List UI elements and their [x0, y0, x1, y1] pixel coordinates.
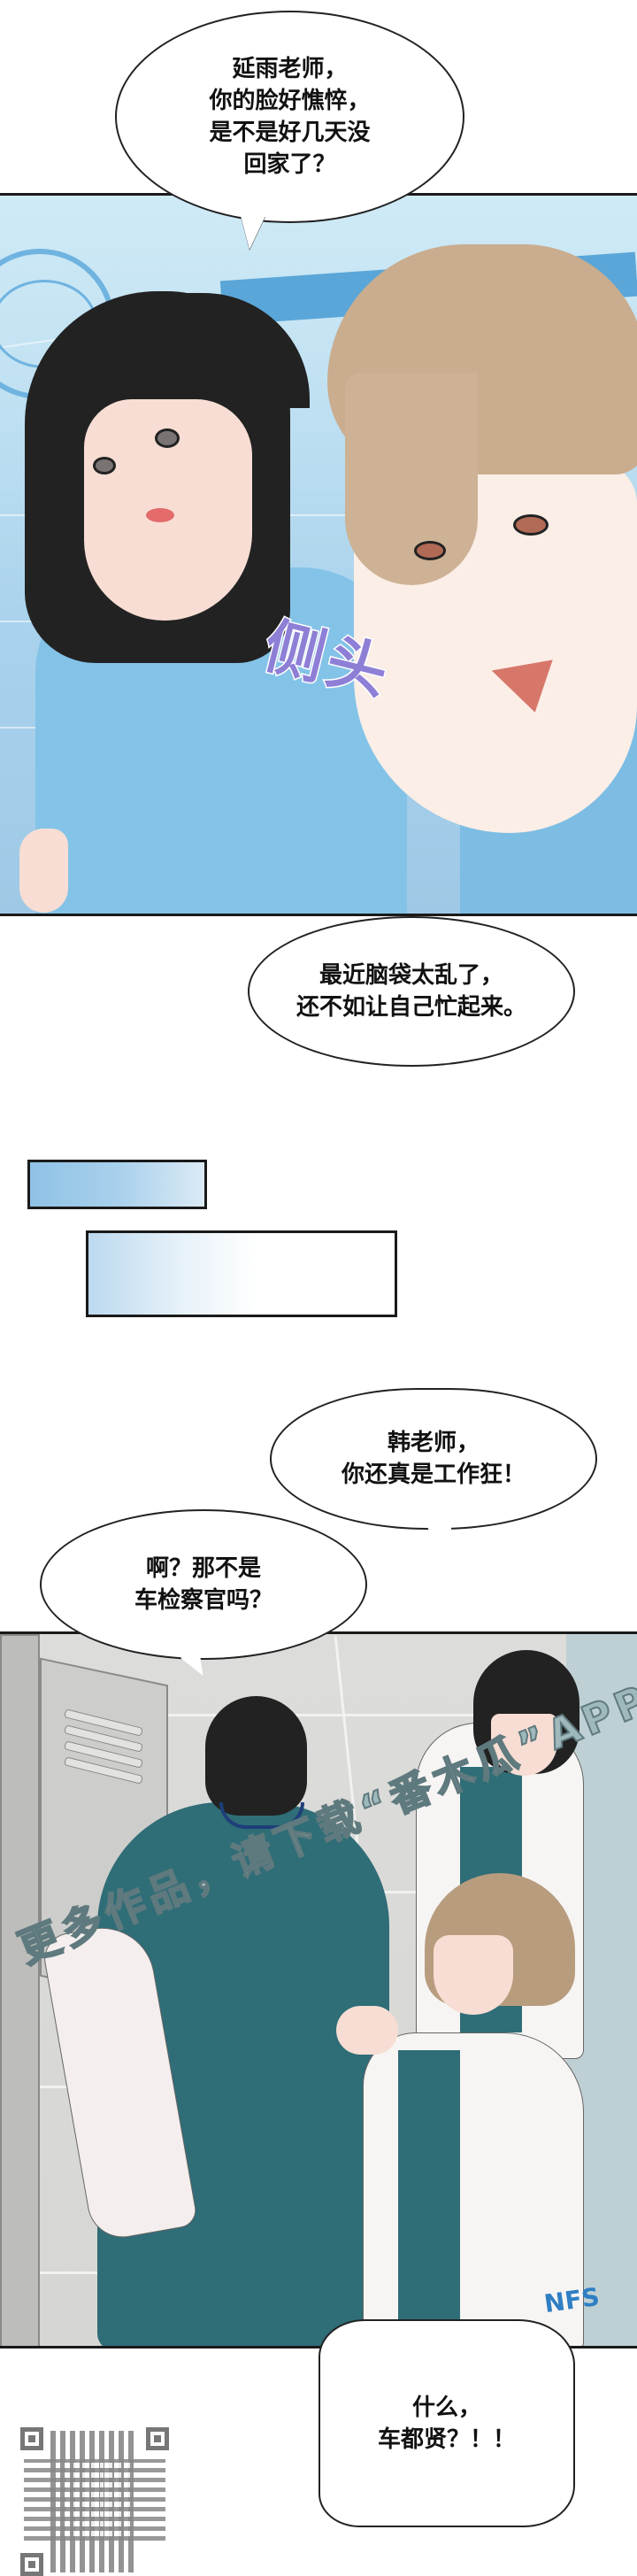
panel-transition-wide [86, 1230, 397, 1317]
floor-tile-line [0, 1714, 637, 1716]
locker-side [0, 1634, 40, 2346]
speech-text-2: 最近脑袋太乱了， 还不如让自己忙起来。 [295, 962, 526, 1021]
man-dark-hair [205, 1696, 307, 1816]
bubble-1-tail [241, 216, 265, 250]
woman-eye-right [155, 428, 180, 448]
man-eye-left [414, 541, 446, 560]
speech-text-1: 延雨老师， 你的脸好憔悴， 是不是好几天没 回家了？ [209, 56, 371, 178]
qr-finder-bottom-left [20, 2553, 43, 2576]
qr-finder-top-right [146, 2427, 169, 2450]
young-doctor-face [434, 1935, 513, 2015]
speech-bubble-2: 最近脑袋太乱了， 还不如让自己忙起来。 [248, 916, 575, 1067]
speech-text-5: 什么， 车都贤？！！ [377, 2394, 516, 2453]
wall-tile-line [0, 514, 637, 516]
woman-hand [19, 829, 68, 913]
woman-eye-left [93, 457, 116, 474]
young-doctor-scrubs [398, 2050, 460, 2346]
man-hair-fringe [345, 373, 478, 585]
man-eye-right [513, 514, 549, 536]
speech-bubble-shout: 什么， 车都贤？！！ [318, 2319, 575, 2527]
speech-bubble-1: 延雨老师， 你的脸好憔悴， 是不是好几天没 回家了？ [115, 11, 464, 223]
panel-transition-small [27, 1160, 207, 1209]
qr-finder-top-left [20, 2427, 43, 2450]
qr-code[interactable] [20, 2427, 169, 2576]
woman-lips [146, 508, 174, 522]
speech-bubble-3: 韩老师， 你还真是工作狂！ [270, 1388, 597, 1530]
doctor-face [491, 1714, 557, 1776]
speech-text-3: 韩老师， 你还真是工作狂！ [341, 1430, 526, 1488]
grabbing-hand [336, 2006, 398, 2055]
speech-text-4: 啊？那不是 车检察官吗？ [134, 1555, 272, 1614]
speech-bubble-4: 啊？那不是 车检察官吗？ [40, 1509, 367, 1660]
panel-hallway [0, 1631, 637, 2348]
panel-operating-room [0, 193, 637, 916]
qr-pattern-2 [24, 2459, 165, 2541]
